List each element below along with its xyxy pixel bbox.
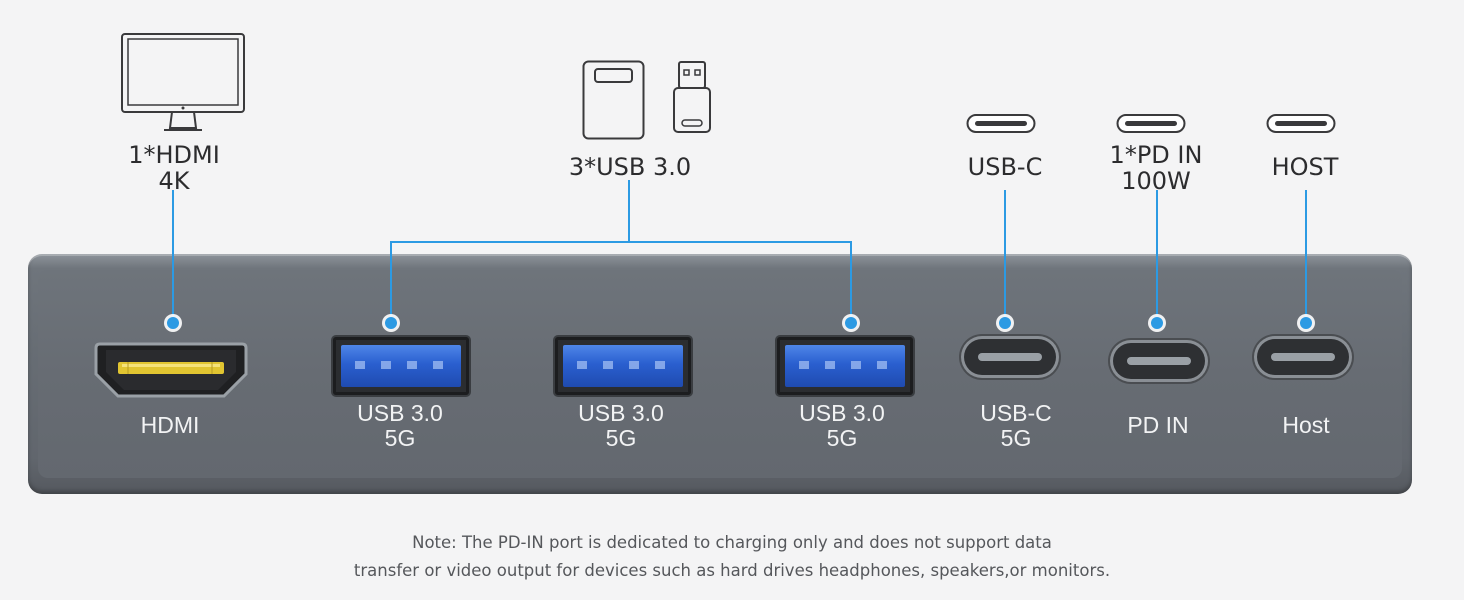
usbc-connector-line [1004, 190, 1006, 323]
usb-c-connector-icon [1266, 113, 1336, 135]
pd-in-port-slot [1127, 357, 1191, 365]
port-label-usb3-1: USB 3.0 5G [340, 401, 460, 451]
pd-in-spec-label: 1*PD IN 100W [1096, 142, 1216, 194]
port-label-hdmi-line1: HDMI [140, 412, 200, 438]
usb3-connector-left [390, 241, 392, 323]
usb3-port-3 [777, 337, 913, 395]
host-connector-dot [1300, 317, 1312, 329]
usb-c-connector-icon [966, 113, 1036, 135]
port-label-usb3-2-line1: USB 3.0 [578, 400, 664, 426]
pd-in-connector-dot [1151, 317, 1163, 329]
hdmi-spec-line2: 4K [158, 167, 190, 195]
host-port [1257, 339, 1349, 375]
usb3-port-1 [333, 337, 469, 395]
usb-c-port [964, 339, 1056, 375]
port-label-usb3-1-line2: 5G [384, 425, 416, 451]
pd-in-port [1113, 343, 1205, 379]
port-label-usb3-1-line1: USB 3.0 [357, 400, 443, 426]
port-label-usb3-3-line1: USB 3.0 [799, 400, 885, 426]
monitor-icon [120, 32, 248, 134]
usbc-connector-dot [999, 317, 1011, 329]
usb3-spec-label: 3*USB 3.0 [568, 153, 692, 181]
pd-in-spec-line2: 100W [1121, 167, 1191, 195]
pd-in-note-line1: Note: The PD-IN port is dedicated to cha… [412, 533, 1052, 552]
hdmi-connector-dot [167, 317, 179, 329]
pd-in-note: Note: The PD-IN port is dedicated to cha… [0, 529, 1464, 585]
port-label-hdmi: HDMI [110, 413, 230, 438]
host-spec-label: HOST [1271, 153, 1339, 181]
usb3-connector-bar [390, 241, 852, 243]
usb-c-port-slot [978, 353, 1042, 361]
usb3-connector-dot-left [385, 317, 397, 329]
usb3-port-2-pins [577, 361, 669, 369]
port-label-usb3-2-line2: 5G [605, 425, 637, 451]
usb3-port-1-pins [355, 361, 447, 369]
host-port-slot [1271, 353, 1335, 361]
hdmi-port [92, 340, 250, 400]
usb-c-connector-icon [1116, 113, 1186, 135]
usb3-port-2 [555, 337, 691, 395]
port-label-usb-c-line2: 5G [1000, 425, 1032, 451]
pd-in-connector-line [1156, 190, 1158, 323]
port-label-usb3-2: USB 3.0 5G [561, 401, 681, 451]
port-label-host-line1: Host [1282, 412, 1330, 438]
usb-stick-icon [672, 60, 712, 136]
usb3-connector-stem [628, 180, 630, 242]
port-label-pd-in-line1: PD IN [1127, 412, 1189, 438]
usb3-connector-dot-right [845, 317, 857, 329]
port-label-usb-c: USB-C 5G [956, 401, 1076, 451]
port-label-host: Host [1246, 413, 1366, 438]
hdmi-spec-line1: 1*HDMI [128, 141, 220, 169]
port-label-usb3-3-line2: 5G [826, 425, 858, 451]
hdmi-connector-line [172, 190, 174, 323]
usb3-port-3-pins [799, 361, 891, 369]
port-label-usb-c-line1: USB-C [980, 400, 1052, 426]
usb3-connector-right [850, 241, 852, 323]
hdmi-spec-label: 1*HDMI 4K [110, 142, 238, 194]
usbc-spec-label: USB-C [967, 153, 1043, 181]
pd-in-note-line2: transfer or video output for devices suc… [353, 561, 1111, 580]
pd-in-spec-line1: 1*PD IN [1109, 141, 1203, 169]
usb-flash-drive-icon [582, 60, 646, 140]
port-label-pd-in: PD IN [1098, 413, 1218, 438]
port-label-usb3-3: USB 3.0 5G [782, 401, 902, 451]
host-connector-line [1305, 190, 1307, 323]
